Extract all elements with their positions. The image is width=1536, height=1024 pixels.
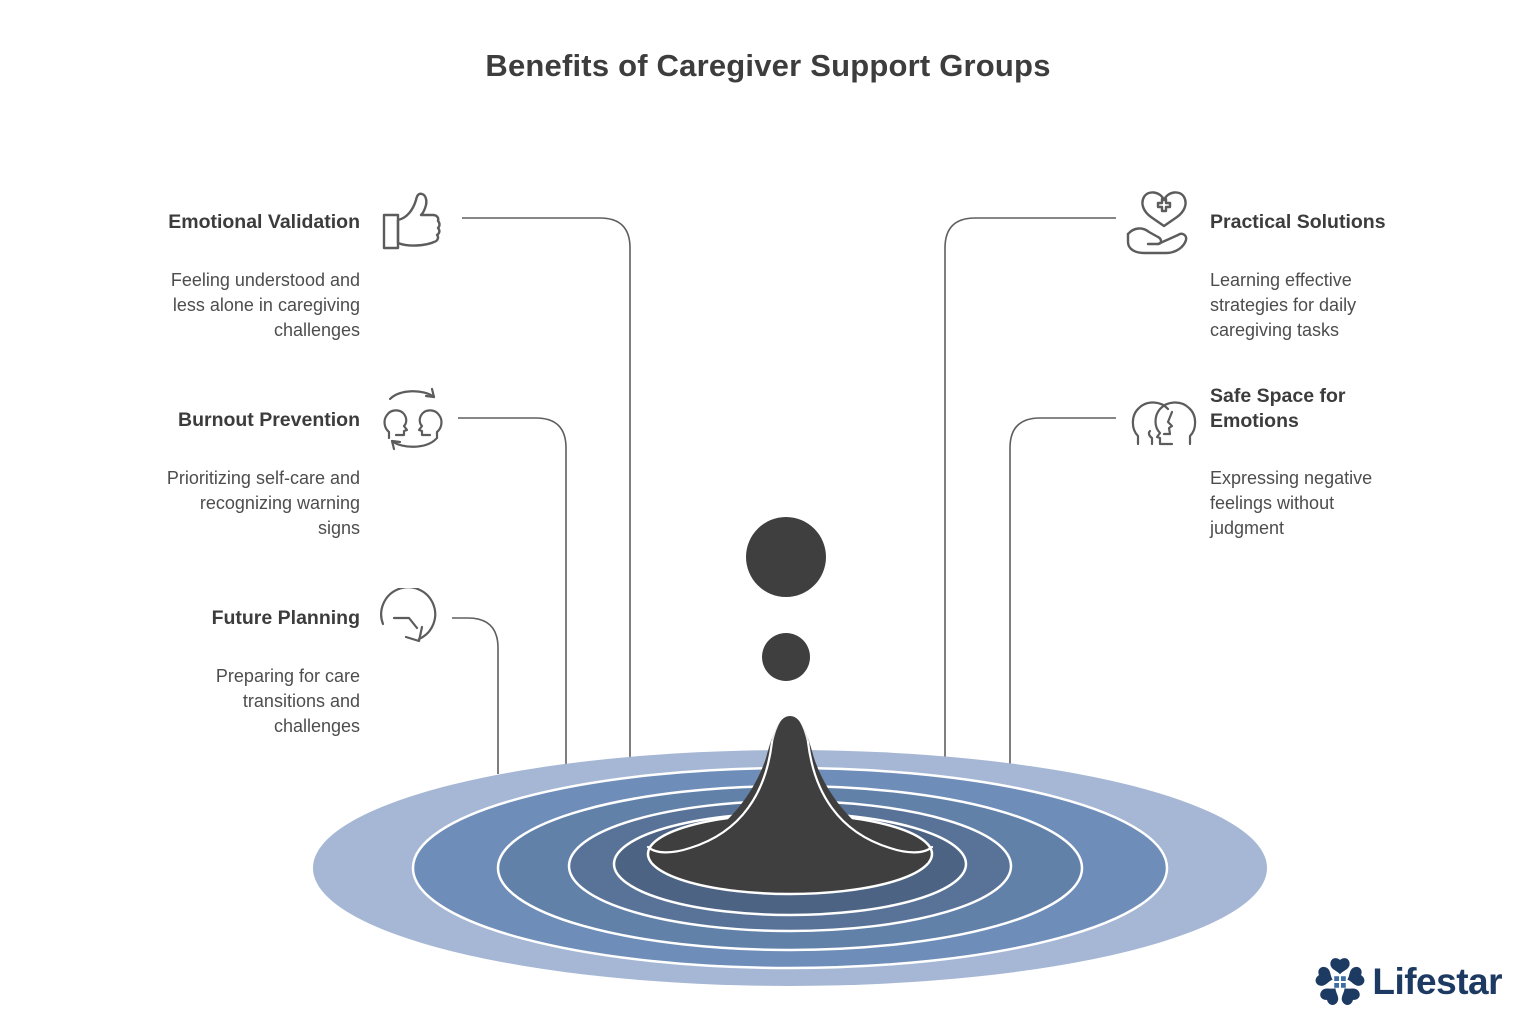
heading-burnout-prevention: Burnout Prevention: [177, 409, 360, 431]
body-practical-solutions: Learning effective strategies for daily …: [1210, 270, 1357, 340]
connector-practical-solutions: [944, 217, 1116, 799]
connector-emotional-validation: [462, 217, 631, 821]
logo-text: Lifestar: [1372, 961, 1502, 1002]
hand-heart-icon: [1122, 182, 1196, 258]
connector-future-planning: [452, 617, 499, 774]
body-future-planning: Preparing for care transitions and chall…: [215, 666, 360, 736]
droplets: [746, 517, 826, 681]
body-burnout-prevention: Prioritizing self-care and recognizing w…: [166, 468, 360, 538]
lifestar-star-icon: [1315, 958, 1365, 1005]
heading-future-planning: Future Planning: [211, 607, 360, 629]
droplet-large: [746, 517, 826, 597]
heading-practical-solutions: Practical Solutions: [1210, 211, 1386, 233]
heading-emotional-validation: Emotional Validation: [168, 211, 360, 233]
body-safe-space: Expressing negative feelings without jud…: [1210, 468, 1373, 538]
body-emotional-validation: Feeling understood and less alone in car…: [170, 270, 360, 340]
lifestar-logo: Lifestar: [1314, 956, 1502, 1008]
heading-safe-space: Safe Space for Emotions: [1210, 385, 1346, 432]
people-cycle-icon: [376, 386, 450, 452]
droplet-small: [762, 633, 810, 681]
clock-forward-icon: [374, 588, 444, 650]
two-heads-icon: [1128, 386, 1200, 452]
splash-left-edge: [646, 740, 774, 854]
splash-tip-highlight: [771, 712, 809, 743]
logo-window-grid: [1334, 976, 1347, 988]
splash-right-edge: [806, 740, 934, 854]
page-title: Benefits of Caregiver Support Groups: [485, 48, 1051, 83]
connector-lines: [452, 217, 1116, 821]
connector-safe-space: [1009, 417, 1116, 780]
thumbs-up-icon: [380, 190, 452, 254]
splash-column: [646, 712, 934, 879]
connector-burnout-prevention: [458, 417, 567, 802]
splash-body: [652, 716, 928, 879]
